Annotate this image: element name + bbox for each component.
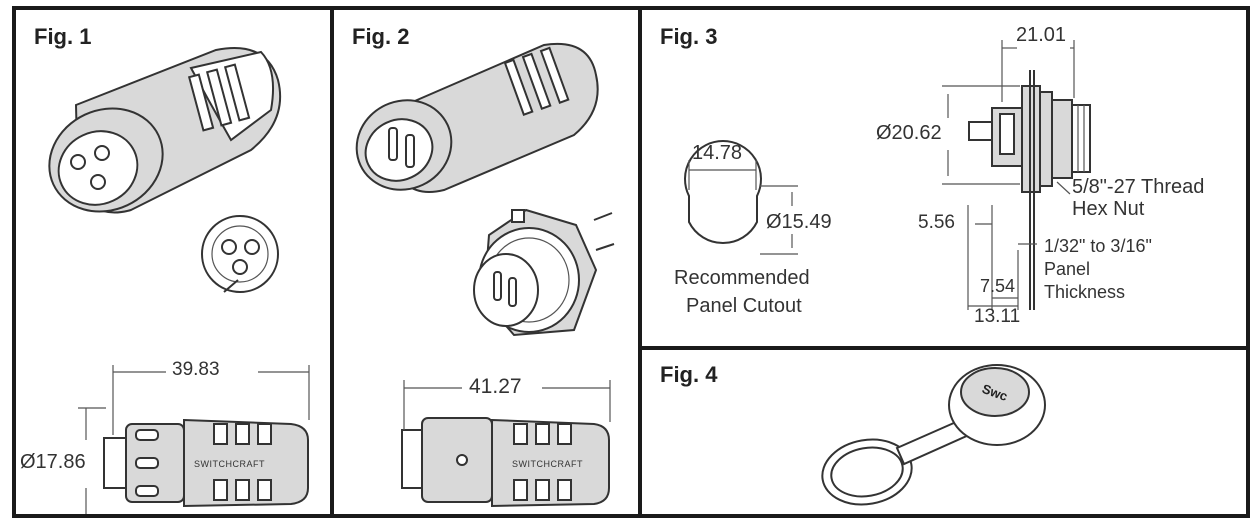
cutout-label-line-2: Panel Cutout xyxy=(686,295,802,317)
dimension-lines-fig1 xyxy=(78,365,310,514)
figure-1-title: Fig. 1 xyxy=(34,24,92,49)
male-connector-side-view: SWITCHCRAFT xyxy=(401,417,610,508)
female-connector-face-view xyxy=(201,215,279,293)
length-dimension-fig1: 39.83 xyxy=(172,359,220,380)
figure-4-title: Fig. 4 xyxy=(660,362,718,387)
thread-label-line-2: Hex Nut xyxy=(1072,198,1145,220)
figure-2-title: Fig. 2 xyxy=(352,24,410,49)
length-dimension-fig2: 41.27 xyxy=(469,375,522,398)
panel-cutout-shape xyxy=(684,140,798,255)
dust-cap-with-tether: Swc xyxy=(821,364,1046,506)
male-receptacle-angled xyxy=(473,208,615,337)
figure-3-panel: Fig. 3 xyxy=(638,6,1250,350)
dimension-13-11: 13.11 xyxy=(974,306,1021,327)
dimension-7-54: 7.54 xyxy=(980,276,1016,296)
figure-4-drawing: Swc xyxy=(821,364,1046,506)
dimension-5-56: 5.56 xyxy=(918,212,955,233)
brand-label: SWITCHCRAFT xyxy=(512,459,583,469)
figure-3-title: Fig. 3 xyxy=(660,24,718,49)
panel-thickness-line-3: Thickness xyxy=(1044,282,1126,302)
figure-2-drawing: SWITCHCRAFT xyxy=(355,42,615,508)
thread-label-line-1: 5/8"-27 Thread xyxy=(1072,176,1205,198)
female-connector-side-view: SWITCHCRAFT xyxy=(103,418,309,508)
panel-thickness-line-2: Panel xyxy=(1044,259,1091,279)
top-width-dimension: 21.01 xyxy=(1016,24,1067,46)
figure-4-panel: Fig. 4 Swc xyxy=(638,346,1250,518)
figure-2-panel: Fig. 2 xyxy=(330,6,642,518)
figure-1-panel: Fig. 1 xyxy=(12,6,334,518)
receptacle-side-view xyxy=(968,70,1091,310)
brand-label: SWITCHCRAFT xyxy=(194,459,265,469)
dimension-lines-fig2 xyxy=(403,380,611,430)
cutout-width-dimension: 14.78 xyxy=(692,142,743,164)
panel-thickness-line-1: 1/32" to 3/16" xyxy=(1044,236,1152,256)
dimension-lines-fig3 xyxy=(942,40,1075,310)
body-diameter-dimension: Ø20.62 xyxy=(876,122,942,144)
female-connector-angled xyxy=(48,47,282,214)
figure-3-drawing xyxy=(684,40,1091,310)
cutout-diameter-dimension: Ø15.49 xyxy=(766,211,832,233)
cutout-label-line-1: Recommended xyxy=(674,267,810,289)
male-connector-angled xyxy=(355,42,599,193)
diameter-dimension-fig1: Ø17.86 xyxy=(20,451,86,473)
figure-1-drawing: SWITCHCRAFT xyxy=(48,47,310,514)
